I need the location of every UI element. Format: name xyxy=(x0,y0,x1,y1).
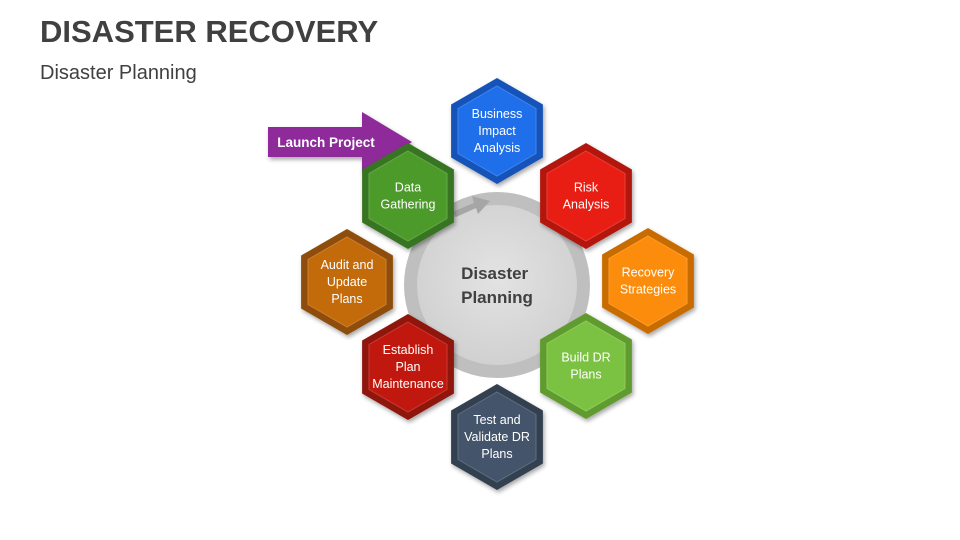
step-label-line: Data xyxy=(395,181,421,195)
step-label-line: Plans xyxy=(481,447,512,461)
step-label-line: Build DR xyxy=(561,351,610,365)
center-label-line: Planning xyxy=(461,288,533,307)
hexagon-face xyxy=(307,236,387,328)
step-label-line: Analysis xyxy=(474,141,521,155)
hexagon-face xyxy=(368,150,448,242)
hexagon-face xyxy=(546,150,626,242)
step-label-line: Strategies xyxy=(620,283,676,297)
step-label-line: Impact xyxy=(478,124,516,138)
hexagon-face xyxy=(608,235,688,327)
center-circle xyxy=(417,205,577,365)
launch-project-arrow: Launch Project xyxy=(268,112,412,172)
step-label-line: Audit and xyxy=(321,258,374,272)
page-title: DISASTER RECOVERY xyxy=(40,14,379,49)
step-label-line: Validate DR xyxy=(464,430,530,444)
step-label-line: Maintenance xyxy=(372,377,444,391)
center-label: Disaster Planning xyxy=(461,264,533,307)
step-label-line: Test and xyxy=(473,413,520,427)
hexagon-face xyxy=(546,320,626,412)
cycle-direction-arrow xyxy=(452,196,490,217)
step-build-dr-plans: Build DR Plans xyxy=(540,313,632,419)
step-label-line: Update xyxy=(327,275,367,289)
step-label-line: Establish xyxy=(383,343,434,357)
launch-project-label: Launch Project xyxy=(277,135,375,150)
page-subtitle: Disaster Planning xyxy=(40,62,197,84)
center-label-line: Disaster xyxy=(461,264,528,283)
step-label-line: Analysis xyxy=(563,198,610,212)
step-label-line: Plans xyxy=(570,368,601,382)
step-label-line: Risk xyxy=(574,181,599,195)
hexagon-face xyxy=(368,321,448,413)
step-label: Build DR Plans xyxy=(561,351,610,382)
cycle-ring xyxy=(404,192,590,378)
hexagon-face xyxy=(457,85,537,177)
step-label-line: Gathering xyxy=(381,198,436,212)
step-label-line: Business xyxy=(472,107,523,121)
step-label-line: Recovery xyxy=(622,266,676,280)
step-label-line: Plan xyxy=(395,360,420,374)
hexagon-face xyxy=(457,391,537,483)
step-label-line: Plans xyxy=(331,292,362,306)
